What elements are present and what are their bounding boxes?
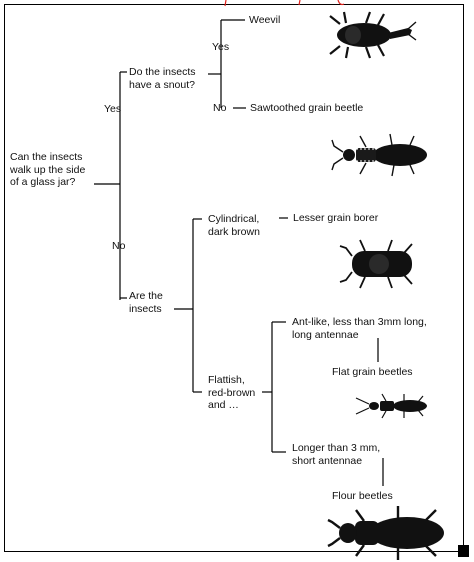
option-antlike-text: Ant-like, less than 3mm long, long anten…: [292, 316, 427, 341]
option-cylindrical-text: Cylindrical, dark brown: [208, 213, 260, 238]
cropped-heading-fragment: [224, 0, 345, 7]
answer-yes-label: Yes: [104, 103, 122, 115]
snout-no-label: No: [213, 102, 227, 114]
flat-grain-beetle-illustration: [355, 393, 427, 419]
result-lesser-grain-borer: Lesser grain borer: [293, 212, 379, 224]
answer-no-label: No: [112, 240, 126, 252]
weevil-illustration: [329, 11, 417, 59]
result-flour-beetles: Flour beetles: [332, 490, 393, 502]
result-flat-grain-beetles: Flat grain beetles: [332, 366, 413, 378]
sawtoothed-grain-beetle-illustration: [331, 133, 427, 177]
shape-question-text: Are the insects: [129, 290, 163, 315]
corner-mark: [458, 545, 469, 557]
diagram-frame: [4, 4, 464, 552]
lesser-grain-borer-illustration: [339, 239, 413, 289]
flour-beetle-illustration: [327, 506, 444, 560]
main-question-text: Can the insects walk up the side of a gl…: [10, 151, 86, 188]
option-longer-text: Longer than 3 mm, short antennae: [292, 442, 381, 467]
snout-question-text: Do the insects have a snout?: [129, 66, 196, 91]
result-sawtoothed-grain-beetle: Sawtoothed grain beetle: [250, 102, 364, 114]
snout-yes-label: Yes: [212, 41, 230, 53]
result-weevil: Weevil: [249, 14, 281, 26]
option-flattish-text: Flattish, red-brown and …: [208, 374, 256, 411]
